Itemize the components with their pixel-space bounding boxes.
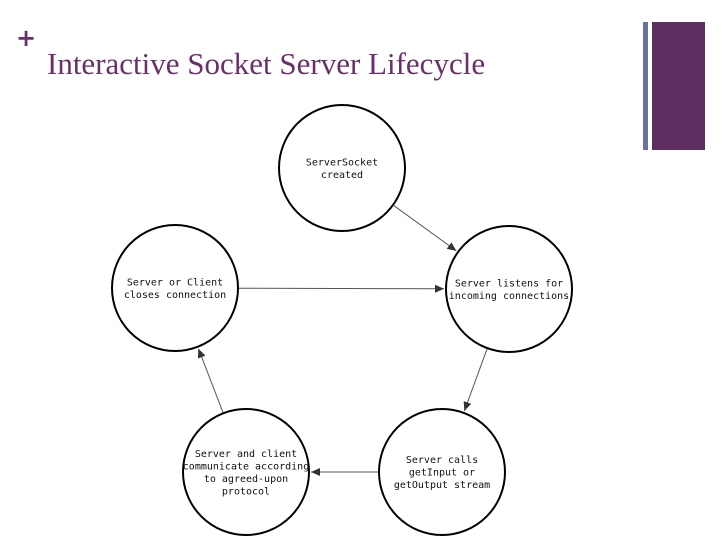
node-circle xyxy=(378,408,506,536)
node-label-line: getOutput stream xyxy=(394,480,490,491)
slide-title: Interactive Socket Server Lifecycle xyxy=(47,46,486,81)
arrow-head-communicate xyxy=(311,468,320,476)
node-circle xyxy=(182,408,310,536)
node-created: ServerSocket created xyxy=(278,104,406,232)
node-label-line: Server calls xyxy=(406,455,478,466)
node-label-line: getInput or xyxy=(409,468,475,479)
node-label-line: incoming connections xyxy=(449,291,569,302)
arrow-head-calls xyxy=(463,401,472,411)
node-label-line: created xyxy=(321,170,363,181)
edge-closes-to-listens xyxy=(238,287,445,290)
node-label-line: Server listens for xyxy=(455,278,563,289)
edge-communicate-to-closes xyxy=(197,348,224,413)
node-label-line: protocol xyxy=(222,486,270,497)
node-label-line: communicate according xyxy=(183,461,309,472)
node-label-line: Server and client xyxy=(195,449,297,460)
accent-bar-thin xyxy=(643,22,648,150)
node-circle xyxy=(278,104,406,232)
node-label-line: to agreed-upon xyxy=(204,474,288,485)
arrow-head-listens xyxy=(446,242,457,251)
node-listens: Server listens for incoming connections xyxy=(445,225,573,353)
node-circle xyxy=(445,225,573,353)
node-closes: Server or Client closes connection xyxy=(111,224,239,352)
arrow-head-listens xyxy=(434,284,445,293)
accent-bar-thick xyxy=(652,22,705,150)
node-label-line: ServerSocket xyxy=(306,157,378,168)
arrow-head-closes xyxy=(197,348,206,359)
node-label-line: closes connection xyxy=(124,290,226,301)
node-circle xyxy=(111,224,239,352)
edge-created-to-listens xyxy=(393,205,457,252)
plus-icon: + xyxy=(16,24,37,52)
node-label-line: Server or Client xyxy=(127,277,223,288)
edge-listens-to-calls xyxy=(463,348,488,412)
